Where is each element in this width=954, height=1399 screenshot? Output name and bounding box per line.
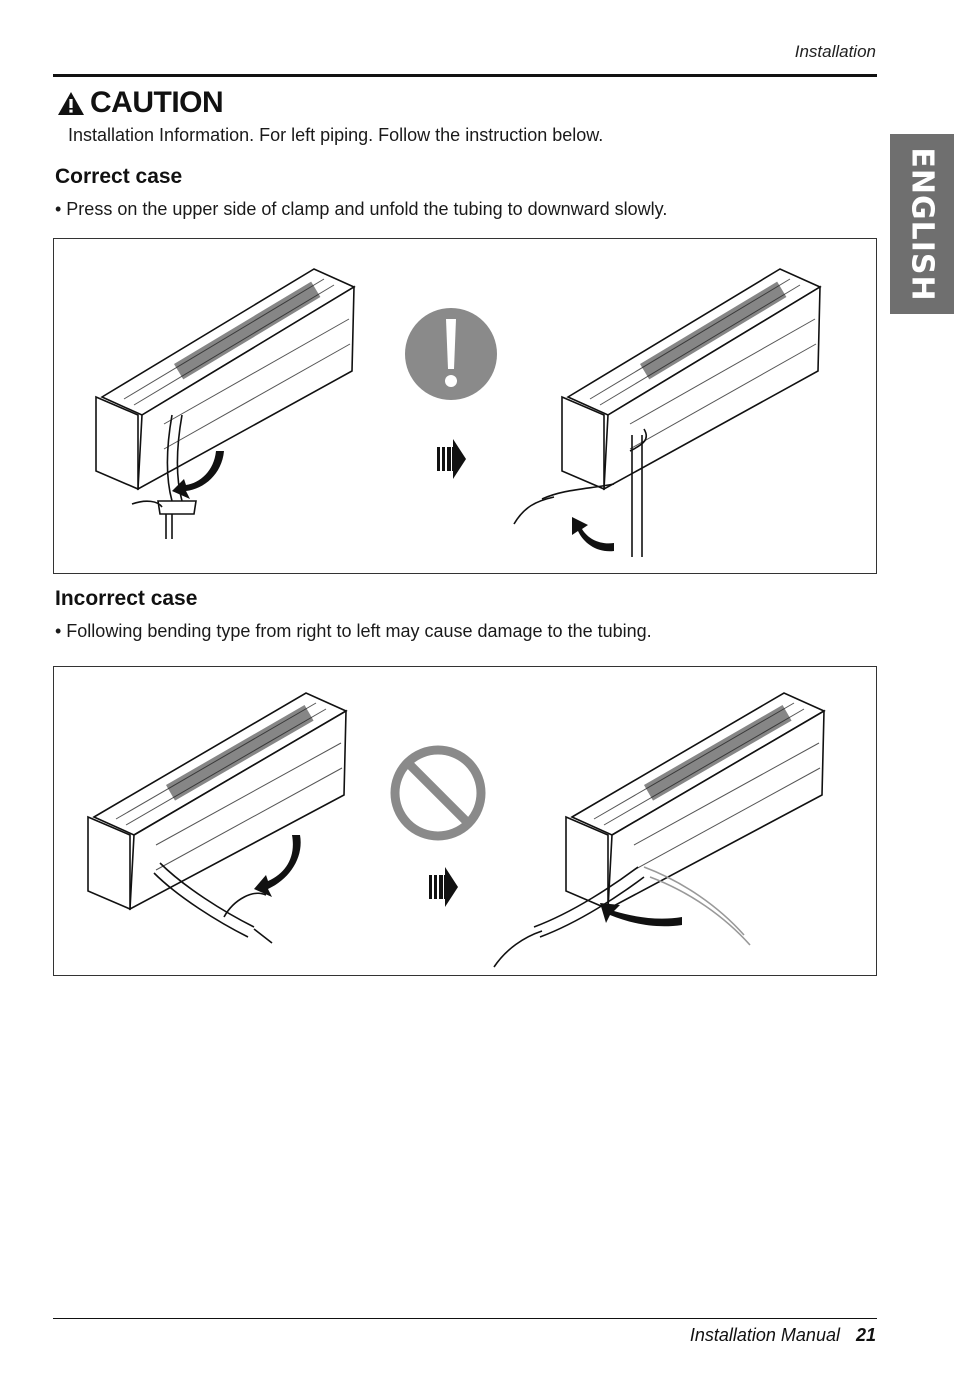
language-tab-label: ENGLISH — [904, 146, 940, 302]
caution-title-text: CAUTION — [90, 86, 224, 119]
footer-manual-title: Installation Manual — [689, 1325, 840, 1345]
footer-rule — [53, 1318, 877, 1319]
incorrect-case-figure — [53, 666, 877, 976]
rotate-arrow-left-icon — [254, 835, 301, 897]
prohibited-symbol-icon — [390, 745, 486, 841]
language-tab: ENGLISH — [890, 134, 954, 314]
attention-symbol-icon — [405, 308, 497, 400]
step-arrow-icon — [437, 439, 466, 479]
rotate-arrow-right-icon — [600, 903, 682, 927]
header-rule — [53, 74, 877, 77]
page-number: 21 — [855, 1325, 876, 1345]
rotate-arrow-right-icon — [572, 517, 614, 552]
header-section-label: Installation — [794, 42, 876, 61]
caution-heading: CAUTION — [57, 86, 224, 120]
warning-triangle-icon — [58, 91, 84, 115]
incorrect-case-bullet: • Following bending type from right to l… — [55, 621, 652, 641]
tubing-left-illustration — [153, 862, 273, 944]
footer: Installation Manual 21 — [690, 1325, 876, 1346]
tubing-right-illustration — [513, 428, 648, 557]
incorrect-case-illustration — [87, 692, 826, 968]
caution-info-text: Installation Information. For left pipin… — [68, 125, 604, 145]
indoor-unit-left-illustration — [95, 268, 356, 491]
tubing-right-illustration — [493, 866, 751, 968]
correct-case-illustration — [95, 268, 822, 557]
indoor-unit-right-illustration — [561, 268, 822, 491]
incorrect-case-heading: Incorrect case — [55, 587, 198, 610]
step-arrow-icon — [429, 867, 458, 907]
indoor-unit-right-illustration — [565, 692, 826, 911]
correct-case-bullet: • Press on the upper side of clamp and u… — [55, 199, 668, 219]
correct-case-heading: Correct case — [55, 165, 183, 188]
tubing-left-illustration — [131, 414, 197, 539]
indoor-unit-left-illustration — [87, 692, 348, 911]
rotate-arrow-left-icon — [172, 451, 224, 499]
correct-case-figure — [53, 238, 877, 574]
